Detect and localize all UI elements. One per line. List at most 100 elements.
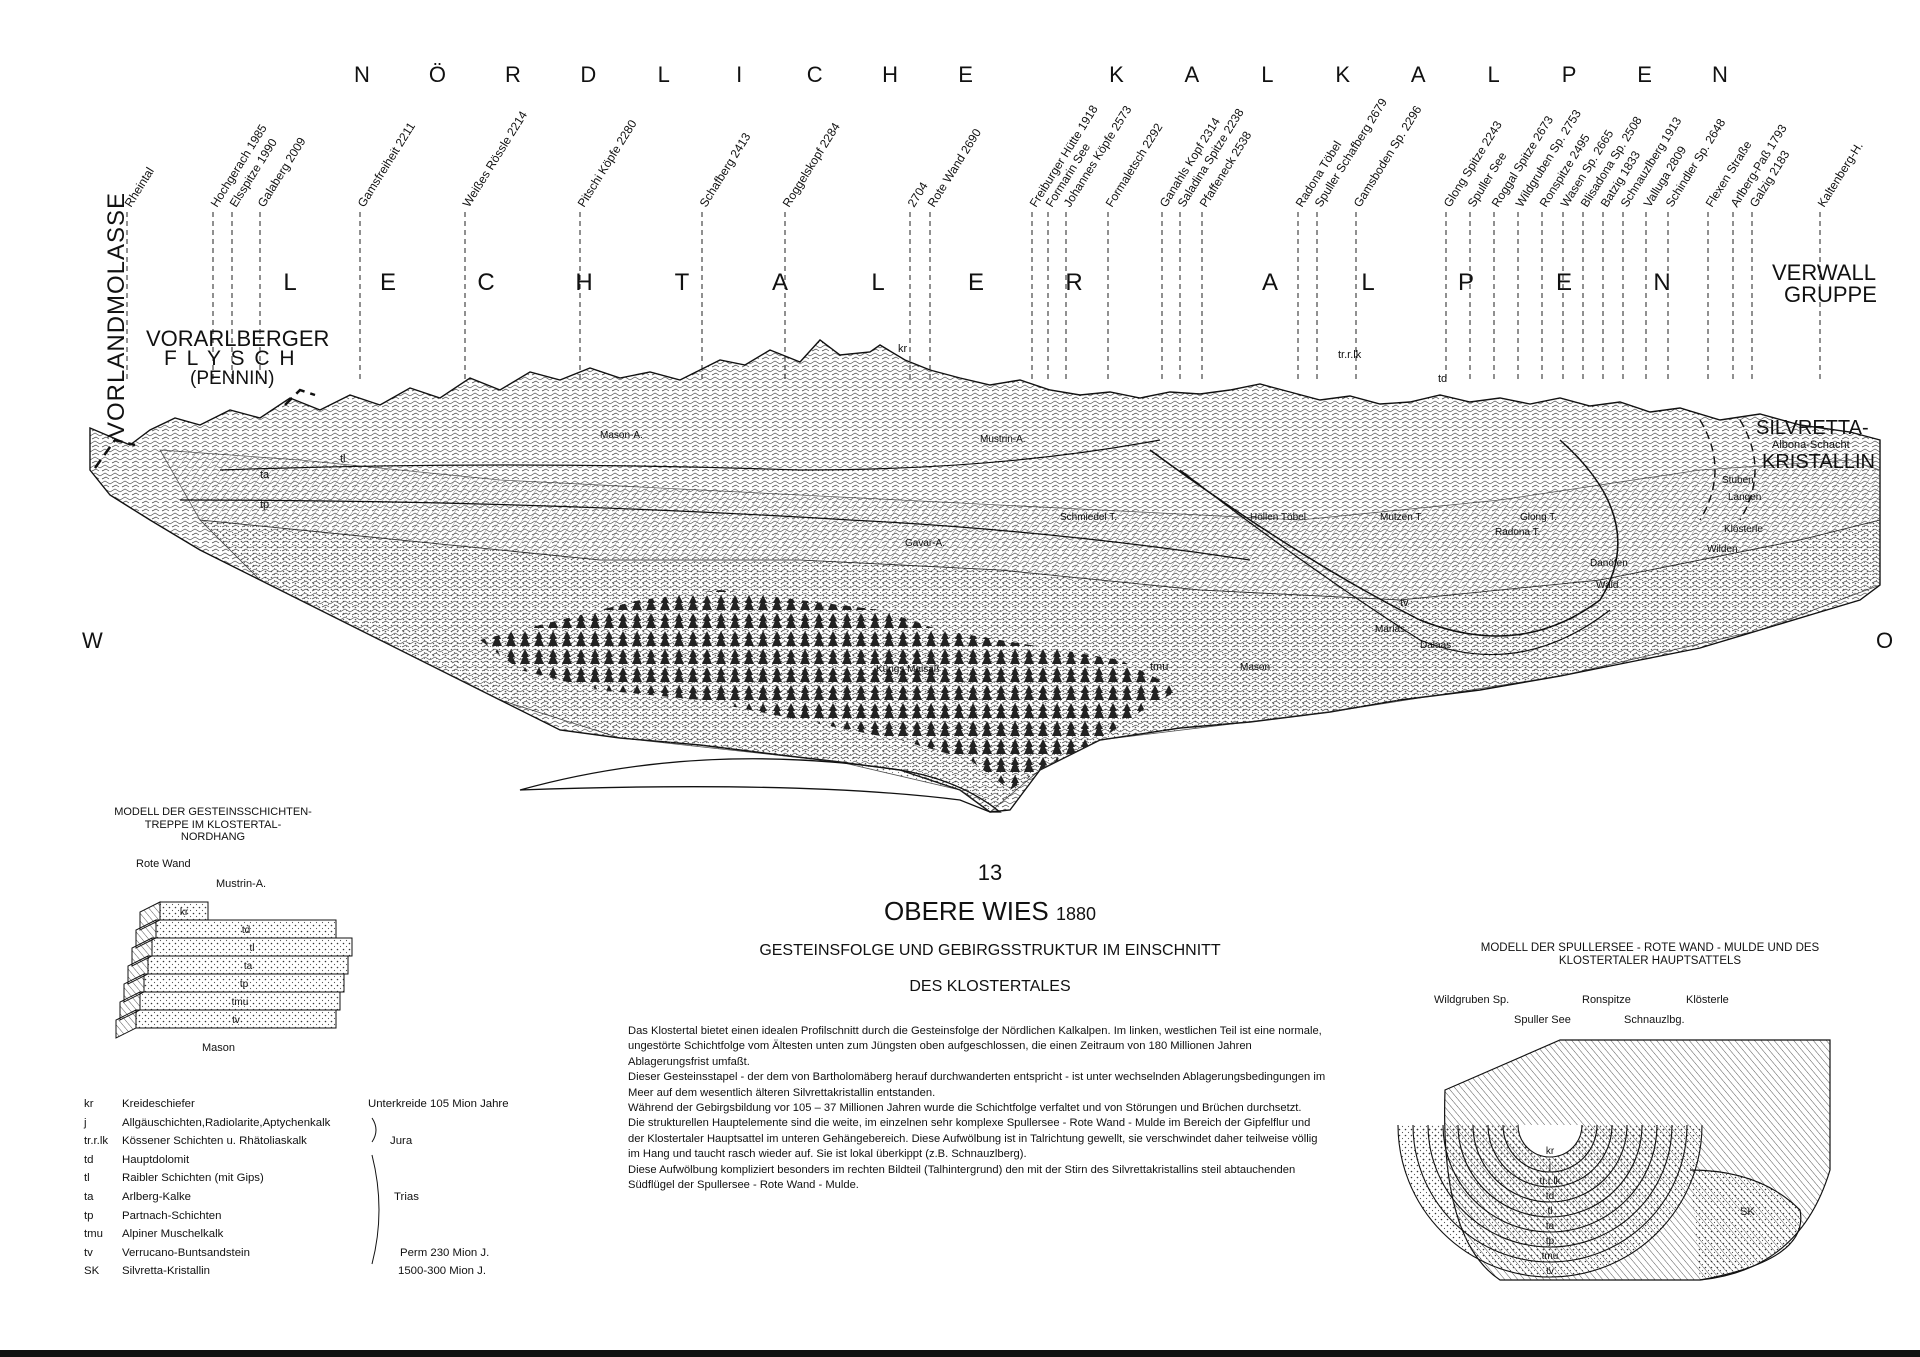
peak-label: Roggelskopf 2284 [780, 120, 843, 210]
right-model-heading: MODELL DER SPULLERSEE - ROTE WAND - MULD… [1440, 942, 1860, 968]
place-label: Gavar-A. [905, 538, 945, 549]
legend-code: tv [84, 1246, 93, 1259]
legend-desc: Allgäuschichten,Radiolarite,Aptychenkalk [122, 1116, 331, 1129]
legend-desc: Kreideschiefer [122, 1098, 195, 1110]
right-model-label: Schnauzlbg. [1624, 1014, 1685, 1026]
left-model-mason: Mason [202, 1042, 236, 1054]
albona-schacht-label: Albona-Schacht [1772, 439, 1850, 451]
left-model-heading-line: MODELL DER GESTEINSSCHICHTEN- [114, 806, 312, 818]
title-letter: A [1185, 62, 1200, 87]
title-letter: H [882, 62, 898, 87]
title-letter: D [580, 62, 596, 87]
east-label: O [1876, 628, 1893, 653]
lechtaler-letter: H [575, 269, 592, 296]
formation-label: tmu [1150, 661, 1168, 673]
peak-label: Schafberg 2413 [697, 130, 754, 210]
right-model-layer-label: tv [1546, 1266, 1554, 1277]
legend-desc: Partnach-Schichten [122, 1209, 222, 1222]
right-model-label: Ronspitze [1582, 994, 1631, 1006]
formation-label: tr.r.lk [1338, 349, 1362, 361]
lechtaler-letter: E [968, 269, 984, 296]
legend-code: ta [84, 1190, 94, 1203]
legend-code: tp [84, 1209, 94, 1222]
legend-desc: Silvretta-Kristallin [122, 1265, 210, 1278]
peak-label: Weißes Rössle 2214 [460, 108, 531, 209]
place-label: Radona T. [1495, 527, 1540, 538]
left-model-layer-label: ta [244, 961, 253, 972]
left-model-layer-label: td [242, 925, 250, 936]
lechtaler-letter: E [1556, 269, 1572, 296]
lechtaler-letter: L [1361, 269, 1374, 296]
place-label: Marias [1375, 624, 1405, 635]
legend-code: kr [84, 1098, 94, 1110]
place-label: Wilden [1707, 544, 1738, 555]
legend-desc: Verrucano-Buntsandstein [122, 1246, 250, 1259]
formation-label: tl [340, 453, 346, 465]
boundary-line [93, 438, 136, 469]
title-letter: E [1637, 62, 1652, 87]
lechtaler-letter: T [675, 269, 690, 296]
peak-label: Rote Wand 2690 [925, 126, 985, 210]
title-letter: C [807, 62, 823, 87]
right-model-label: Spuller See [1514, 1014, 1571, 1026]
place-label: Langen [1728, 492, 1761, 503]
place-label: Stuben [1722, 475, 1754, 486]
legend-row: tp Partnach-Schichten [78, 1210, 558, 1229]
title-letter: N [354, 62, 370, 87]
plate-subtitle-2: DES KLOSTERTALES [909, 978, 1071, 995]
place-label: Danöfen [1590, 558, 1628, 569]
plate-number: 13 [977, 860, 1003, 885]
right-model-heading-line: MODELL DER SPULLERSEE - ROTE WAND - MULD… [1480, 942, 1820, 954]
place-label: Klösterle [1724, 524, 1763, 535]
title-letter: L [658, 62, 670, 87]
fold-curve [1179, 469, 1611, 656]
plate-subtitle-1: GESTEINSFOLGE UND GEBIRGSSTRUKTUR IM EIN… [759, 942, 1221, 959]
legend-desc: Arlberg-Kalke [122, 1190, 192, 1203]
place-label: Mason-A. [600, 430, 643, 441]
left-model-layer-label: tmu [232, 997, 249, 1008]
place-label: Glong T. [1520, 512, 1557, 523]
plate-title-main: OBERE WIES [884, 896, 1049, 926]
stratum-line [219, 439, 1161, 471]
flysch-line1: VORARLBERGER [146, 326, 329, 351]
flysch-line3: (PENNIN) [190, 368, 274, 389]
stratum-line [179, 499, 1251, 561]
formation-label: ta [260, 469, 270, 481]
left-model-layer-label: tp [240, 979, 249, 990]
paragraph: Diese Aufwölbung kompliziert besonders i… [628, 1163, 1296, 1192]
title-letter: Ö [429, 62, 446, 87]
peak-label: 2704 [905, 179, 931, 209]
lechtaler-letter: A [772, 269, 788, 296]
place-label: Schmiedel T. [1060, 512, 1117, 523]
title-letter: L [1488, 62, 1500, 87]
bottom-border [0, 1350, 1920, 1357]
legend-code: SK [84, 1265, 100, 1278]
title-letter: K [1335, 62, 1350, 87]
west-label: W [82, 628, 103, 653]
right-model-layer-label: ta [1546, 1221, 1555, 1232]
title-letter: K [1109, 62, 1124, 87]
forest [480, 590, 1180, 790]
right-model-layer-label: j [1548, 1161, 1551, 1172]
peak-label: Gamsfreiheit 2211 [355, 119, 419, 209]
left-model-layer-label: tv [232, 1015, 240, 1026]
left-model-rote-wand: Rote Wand [136, 858, 191, 870]
place-label: Küngs Maisäß [876, 664, 940, 675]
legend-desc: Kössener Schichten u. Rhätoliaskalk [122, 1135, 307, 1148]
mid-slope [159, 449, 1881, 601]
foreground-meadow [519, 758, 1002, 813]
silvretta-line2: KRISTALLIN [1762, 451, 1875, 473]
verwall-line1: VERWALL [1772, 260, 1876, 285]
legend-desc: Hauptdolomit [122, 1153, 190, 1166]
